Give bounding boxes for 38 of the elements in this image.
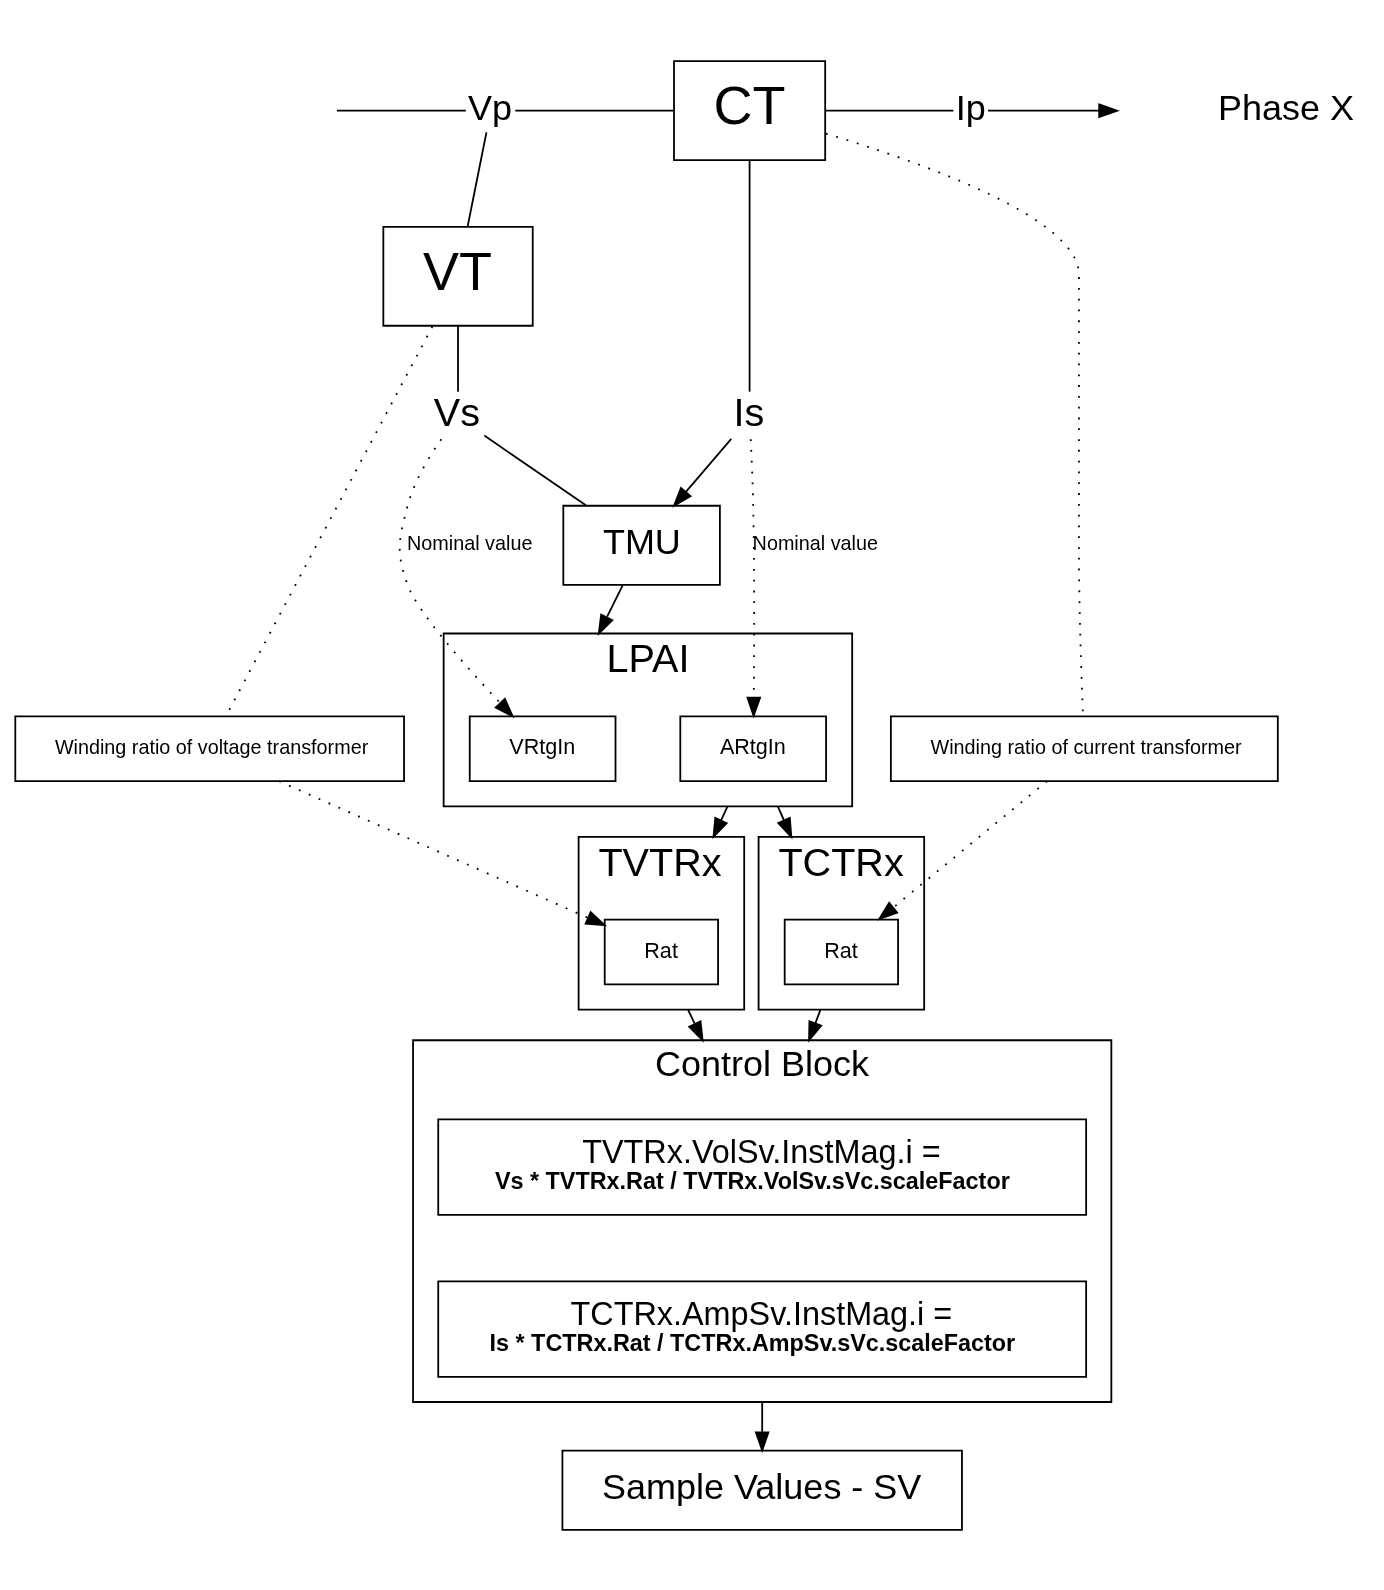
arrow	[398, 437, 515, 718]
node-box: TCTRx.AmpSv.InstMag.i = Is * TCTRx.Rat / TCTRx.AmpSv.sVc.scaleFactor	[437, 1280, 1088, 1378]
node-box: ARtgIn	[679, 714, 827, 782]
node-box: VRtgIn	[468, 714, 617, 782]
edge-label: Nominal value	[407, 531, 533, 554]
connector	[457, 324, 459, 393]
node-box: Rat	[603, 918, 719, 985]
arrow	[712, 804, 729, 839]
edge-label: Nominal value	[752, 531, 878, 554]
connector	[466, 130, 488, 227]
arrow	[278, 779, 608, 926]
node-text: Ip	[955, 86, 986, 128]
label: Phase X	[1217, 86, 1354, 128]
connector	[514, 109, 675, 112]
connector	[483, 434, 587, 506]
node-box: Rat	[783, 918, 899, 985]
arrow	[776, 804, 793, 839]
arrow	[746, 437, 762, 718]
connector	[336, 109, 467, 112]
arrow	[877, 779, 1048, 921]
connector	[748, 158, 751, 393]
node-box: Winding ratio of voltage transformer	[14, 714, 405, 782]
node-text: Is	[733, 389, 765, 434]
arrow	[987, 102, 1120, 118]
arrow	[597, 583, 624, 636]
node-box: Sample Values - SV	[561, 1449, 963, 1531]
node-box: Winding ratio of current transformer	[889, 714, 1279, 782]
node-box: CT	[673, 59, 827, 161]
node-box: VT	[382, 225, 534, 327]
arrow	[808, 1008, 823, 1043]
arrow	[687, 1008, 704, 1043]
arrow	[754, 1400, 770, 1453]
node-text: Vp	[467, 86, 512, 128]
node-box: TVTRx.VolSv.InstMag.i = Vs * TVTRx.Rat / TVTRx.VolSv.sVc.scaleFactor	[437, 1118, 1088, 1216]
node-text: Vs	[433, 389, 480, 434]
arrow	[672, 437, 733, 508]
connector	[824, 109, 955, 112]
node-box: TMU	[562, 504, 721, 586]
